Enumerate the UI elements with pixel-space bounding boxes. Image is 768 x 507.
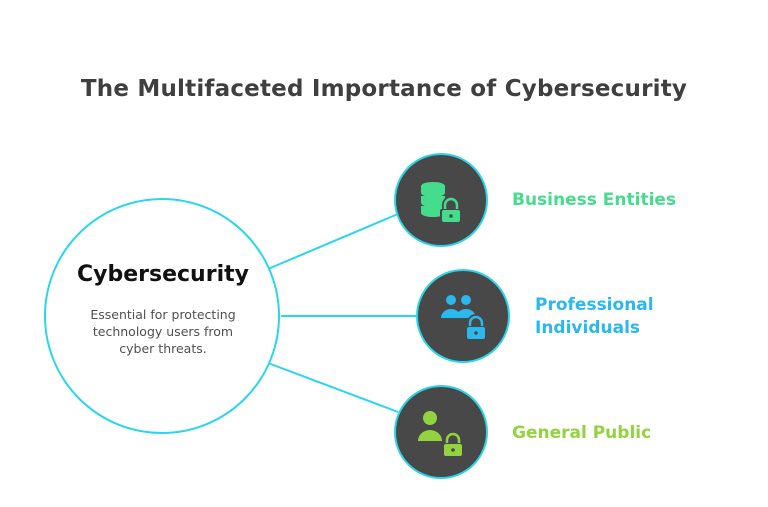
user-lock-icon	[418, 411, 464, 457]
center-description: Essential for protecting technology user…	[90, 307, 236, 356]
center-heading: Cybersecurity	[77, 262, 249, 287]
label-business-entities: Business Entities	[512, 190, 677, 210]
node-general-public	[394, 385, 488, 479]
users-lock-icon	[441, 295, 487, 340]
center-circle	[44, 198, 280, 434]
label-general-public: General Public	[512, 423, 652, 443]
node-professional-individuals	[416, 269, 510, 363]
node-business-entities	[394, 153, 488, 247]
label-professional-individuals: Professional Individuals	[535, 295, 654, 338]
page-title: The Multifaceted Importance of Cybersecu…	[80, 76, 688, 102]
database-lock-icon	[421, 182, 462, 223]
connector-business	[267, 213, 399, 270]
connector-public	[267, 362, 399, 413]
